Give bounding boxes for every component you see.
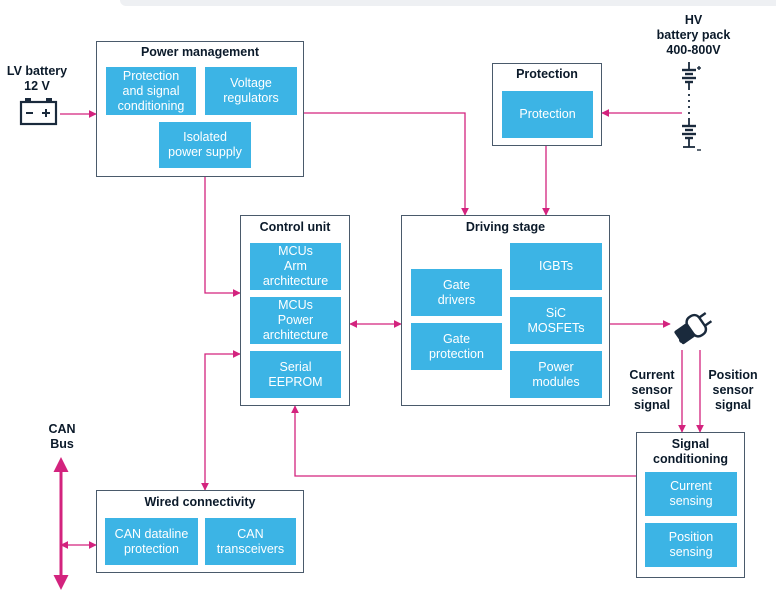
power-modules: Power modules — [510, 351, 602, 398]
position-sensor-signal-label: Position sensor signal — [708, 368, 758, 412]
current-sensing: Current sensing — [645, 472, 737, 516]
isolated-power-supply: Isolated power supply — [159, 122, 251, 168]
wire-signal-to-control — [291, 405, 636, 477]
position-sensing: Position sensing — [645, 523, 737, 567]
control-unit-title: Control unit — [259, 220, 331, 234]
top-scroll-strip — [120, 0, 776, 6]
can-bus-label: CAN Bus — [48, 422, 76, 451]
wired-connectivity-block: Wired connectivity CAN dataline protecti… — [96, 490, 304, 573]
car-battery-icon — [19, 98, 58, 126]
can-dataline-protection: CAN dataline protection — [105, 518, 198, 565]
wire-power-to-control — [204, 177, 241, 297]
serial-eeprom: Serial EEPROM — [250, 351, 341, 398]
gate-protection: Gate protection — [411, 323, 502, 370]
driving-stage-block: Driving stage Gate drivers Gate protecti… — [401, 215, 610, 406]
lv-battery-label: LV battery 12 V — [6, 64, 68, 93]
power-management-block: Power management Protection and signal c… — [96, 41, 304, 177]
current-sensor-signal-label: Current sensor signal — [629, 368, 675, 412]
power-management-title: Power management — [140, 45, 260, 59]
protection-title: Protection — [516, 67, 578, 81]
can-transceivers: CAN transceivers — [205, 518, 296, 565]
hv-battery-label: HV battery pack 400-800V — [656, 13, 731, 57]
igbts: IGBTs — [510, 243, 602, 290]
wired-connectivity-title: Wired connectivity — [144, 495, 256, 509]
battery-stack-icon — [682, 62, 701, 151]
wire-power-to-driving — [304, 112, 469, 216]
signal-conditioning-block: Signal conditioning Current sensing Posi… — [636, 432, 745, 578]
protection-signal-conditioning: Protection and signal conditioning — [106, 67, 196, 115]
sic-mosfets: SiC MOSFETs — [510, 297, 602, 344]
motor-plug-icon — [674, 312, 713, 345]
signal-conditioning-title: Signal conditioning — [653, 437, 728, 466]
protection-item: Protection — [502, 91, 593, 138]
control-unit-block: Control unit MCUs Arm architecture MCUs … — [240, 215, 350, 406]
mcus-power-architecture: MCUs Power architecture — [250, 297, 341, 344]
mcus-arm-architecture: MCUs Arm architecture — [250, 243, 341, 290]
protection-block: Protection Protection — [492, 63, 602, 146]
gate-drivers: Gate drivers — [411, 269, 502, 316]
voltage-regulators: Voltage regulators — [205, 67, 297, 115]
driving-stage-title: Driving stage — [465, 220, 546, 234]
wire-control-wired — [201, 350, 241, 491]
